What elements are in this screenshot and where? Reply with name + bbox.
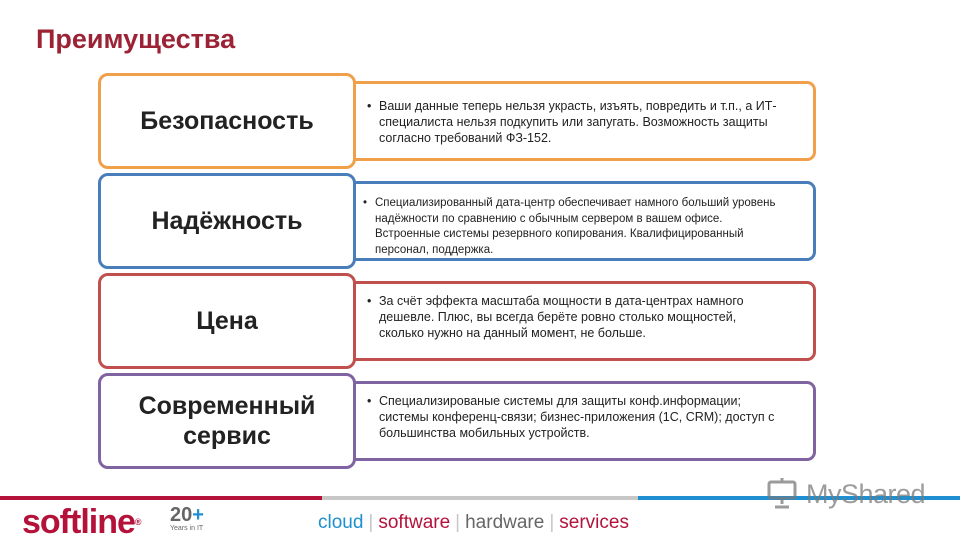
advantage-description-text: За счёт эффекта масштаба мощности в дата… [379,294,744,340]
advantage-description-text: Специализированые системы для защиты кон… [379,394,775,440]
advantage-row-security: • Ваши данные теперь нельзя украсть, изъ… [98,73,816,169]
advantage-description-box: • Специализированный дата-центр обеспечи… [328,181,816,261]
advantage-row-reliability: • Специализированный дата-центр обеспечи… [98,173,816,269]
services-tagline: cloud|software|hardware|services [318,511,629,535]
myshared-watermark: MyShared [766,476,936,512]
advantage-label-box: Безопасность [98,73,356,169]
advantage-label-box: Современный сервис [98,373,356,469]
softline-logo: softline® [22,504,141,540]
advantage-label-box: Цена [98,273,356,369]
bullet-point: • [367,99,372,113]
tagline-separator: | [368,512,374,533]
advantage-description-box: • Ваши данные теперь нельзя украсть, изъ… [328,81,816,161]
years-caption: Years in IT [170,525,204,532]
advantage-row-price: • За счёт эффекта масштаба мощности в да… [98,273,816,369]
advantage-label-box: Надёжность [98,173,356,269]
footer-stripe-red [0,496,322,500]
softline-logo-text: softline [22,503,136,540]
advantage-description-text: Специализированный дата-центр обеспечива… [375,197,776,256]
advantage-label: Надёжность [151,207,303,235]
advantage-label: Безопасность [140,107,314,135]
projector-icon [767,478,797,509]
years-plus: + [192,504,204,526]
years-number: 20 [170,504,193,526]
bullet-point: • [367,394,372,408]
bullet-point: • [363,197,368,209]
watermark-text: MyShared [806,478,926,509]
advantage-label: Цена [196,307,258,335]
advantage-description-text: Ваши данные теперь нельзя украсть, изъят… [379,99,777,145]
advantage-row-modern-service: • Специализированые системы для защиты к… [98,373,816,469]
years-in-it-logo: 20+ Years in IT [170,505,210,537]
tagline-separator: | [549,512,555,533]
tagline-separator: | [455,512,461,533]
advantage-description-box: • За счёт эффекта масштаба мощности в да… [328,281,816,361]
slide-title: Преимущества [36,24,236,54]
footer-stripe-gray [322,496,638,500]
advantage-description-box: • Специализированые системы для защиты к… [328,381,816,461]
tagline-hardware: hardware [465,512,545,533]
tagline-software: software [378,512,451,533]
footer-stripe-blue [638,496,960,500]
advantage-label: Современный сервис [138,392,316,450]
bullet-point: • [367,294,372,308]
registered-mark: ® [134,517,142,527]
tagline-services: services [559,512,629,533]
tagline-cloud: cloud [318,512,364,533]
